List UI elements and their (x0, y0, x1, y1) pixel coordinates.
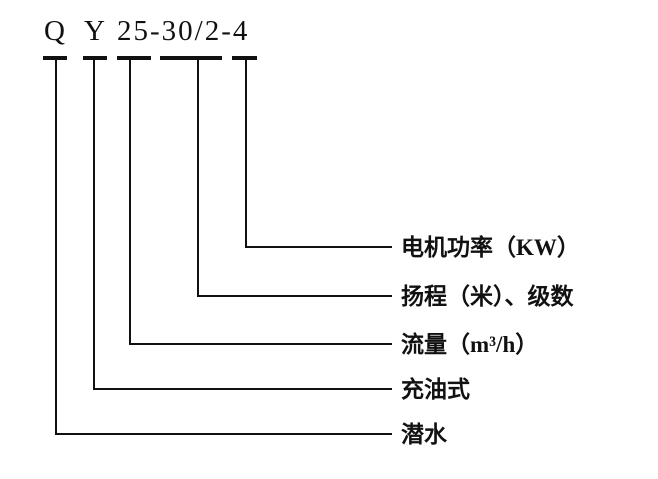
leader-line-submersible (55, 58, 392, 435)
leader-line-head-stages (197, 58, 392, 297)
code-segment-numbers: 25-30/2-4 (117, 15, 249, 47)
label-submersible: 潜水 (401, 422, 448, 447)
leader-line-oil-filled (93, 58, 392, 390)
code-segment-submersible: Q (44, 15, 67, 47)
leader-line-flow (129, 58, 392, 345)
label-oil-filled: 充油式 (401, 376, 470, 402)
leader-line-motor-power (245, 58, 392, 248)
code-segment-oil-filled: Y (84, 15, 107, 47)
label-motor-power: 电机功率（KW） (401, 234, 580, 260)
label-head-stages: 扬程（米）、级数 (401, 283, 575, 309)
label-flow: 流量（m³/h） (401, 331, 538, 357)
